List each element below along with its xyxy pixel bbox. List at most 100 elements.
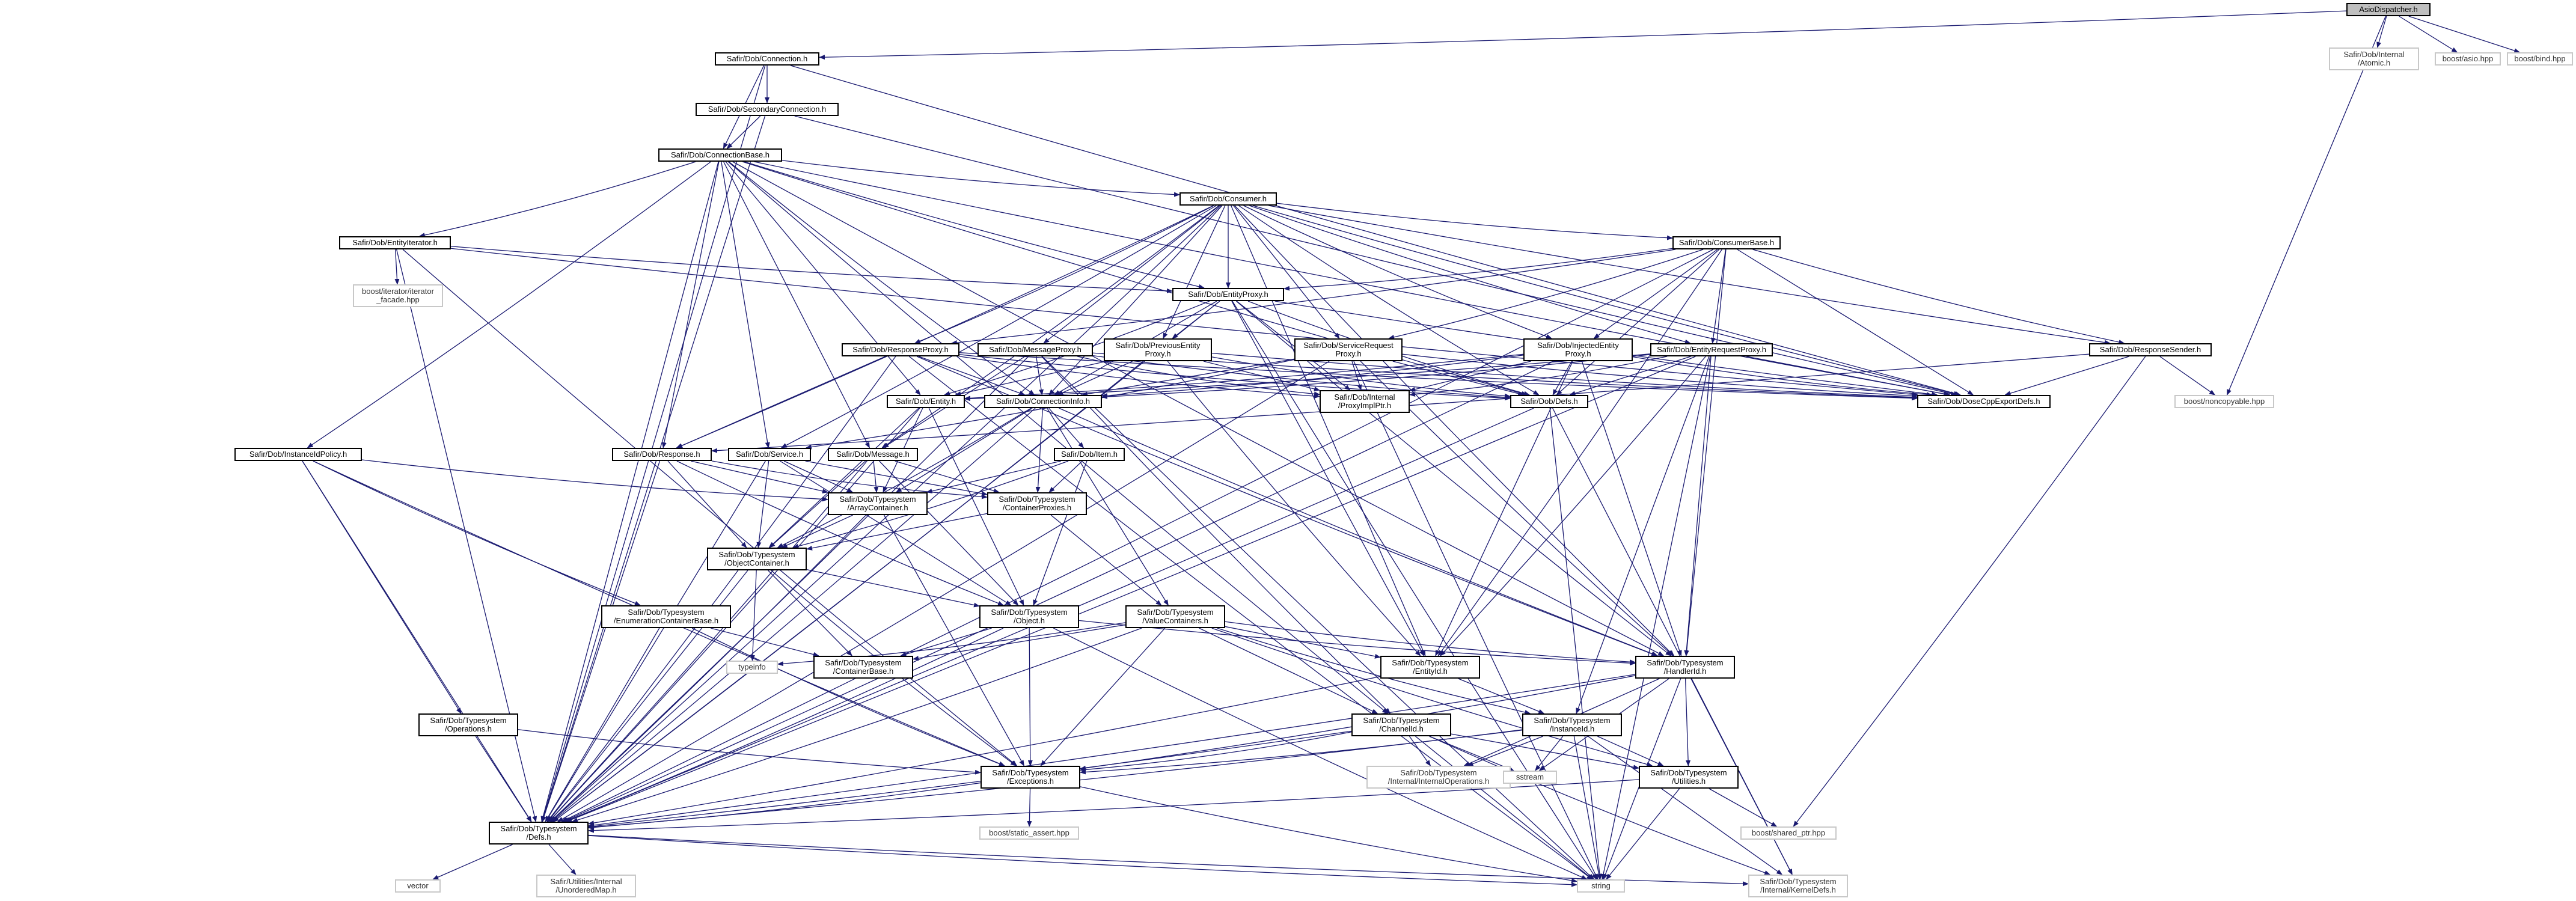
node-service[interactable]: Safir/Dob/Service.h (728, 448, 811, 461)
edge-channelid-to-tsdefs (588, 730, 1352, 829)
edge-entproxy-to-tsdefs (552, 301, 1220, 822)
edge-object-to-contbase (900, 628, 992, 657)
edge-handlerid-to-kerneldefs (1690, 678, 1793, 875)
node-boostasio[interactable]: boost/asio.hpp (2435, 52, 2501, 66)
node-string[interactable]: string (1577, 879, 1625, 893)
node-contbase[interactable]: Safir/Dob/Typesystem /ContainerBase.h (813, 656, 913, 679)
edge-instidpolicy-to-tsdefs (302, 460, 532, 822)
node-defs[interactable]: Safir/Dob/Defs.h (1510, 395, 1588, 408)
node-consbase[interactable]: Safir/Dob/ConsumerBase.h (1672, 236, 1781, 249)
node-entiter[interactable]: Safir/Dob/EntityIterator.h (339, 236, 451, 249)
edge-instanceid-to-exceptions (1080, 729, 1523, 775)
edge-injentproxy-to-handlerid (1581, 361, 1682, 656)
node-operations[interactable]: Safir/Dob/Typesystem /Operations.h (418, 713, 518, 736)
node-staticassert[interactable]: boost/static_assert.hpp (979, 826, 1079, 840)
edge-secconn-to-connbase (726, 115, 761, 149)
node-sharedptr[interactable]: boost/shared_ptr.hpp (1740, 826, 1837, 840)
edge-entiter-to-exceptions (402, 249, 1018, 766)
node-atomic[interactable]: Safir/Dob/Internal /Atomic.h (2329, 47, 2419, 70)
edge-service-to-contproxies (805, 460, 988, 496)
node-valuecont[interactable]: Safir/Dob/Typesystem /ValueContainers.h (1125, 605, 1225, 628)
node-entityid[interactable]: Safir/Dob/Typesystem /EntityId.h (1380, 656, 1480, 679)
edge-entity-to-object (928, 408, 1024, 606)
node-svcreqproxy[interactable]: Safir/Dob/ServiceRequest Proxy.h (1294, 338, 1403, 361)
edge-instanceid-to-utilities (1597, 736, 1664, 766)
edge-msgproxy-to-channelid (1041, 356, 1391, 714)
node-preventproxy[interactable]: Safir/Dob/PreviousEntity Proxy.h (1104, 338, 1212, 361)
node-item[interactable]: Safir/Dob/Item.h (1054, 448, 1125, 461)
edge-respproxy-to-dosecpp (959, 352, 1918, 401)
edge-connbase-to-channelid (727, 161, 1389, 714)
node-instidpolicy[interactable]: Safir/Dob/InstanceIdPolicy.h (234, 448, 362, 461)
node-sstream[interactable]: sstream (1503, 771, 1557, 784)
node-objcont[interactable]: Safir/Dob/Typesystem /ObjectContainer.h (707, 548, 807, 570)
node-internalops[interactable]: Safir/Dob/Typesystem /Internal/InternalO… (1366, 766, 1511, 789)
node-response[interactable]: Safir/Dob/Response.h (612, 448, 712, 461)
edge-consumer-to-defs (1238, 205, 1540, 396)
edge-msgproxy-to-string (1042, 356, 1595, 880)
node-injentproxy[interactable]: Safir/Dob/InjectedEntity Proxy.h (1523, 338, 1633, 361)
node-object[interactable]: Safir/Dob/Typesystem /Object.h (979, 605, 1079, 628)
edge-connbase-to-entiter (418, 161, 696, 237)
edge-object-to-tsdefs (564, 628, 1004, 822)
node-asio[interactable]: AsioDispatcher.h (2346, 3, 2431, 16)
node-dosecpp[interactable]: Safir/Dob/DoseCppExportDefs.h (1917, 395, 2051, 408)
edge-handlerid-to-utilities (1684, 678, 1691, 766)
edge-consbase-to-respproxy (950, 249, 1676, 345)
node-secconn[interactable]: Safir/Dob/SecondaryConnection.h (696, 103, 839, 116)
edge-consbase-to-entreqproxy (1710, 249, 1727, 344)
edge-connbase-to-tsdefs (540, 161, 719, 822)
edge-preventproxy-to-entity (955, 361, 1107, 396)
node-respproxy[interactable]: Safir/Dob/ResponseProxy.h (842, 343, 959, 356)
node-noncopyable[interactable]: boost/noncopyable.hpp (2174, 395, 2274, 408)
edge-exceptions-to-string (1080, 786, 1577, 883)
node-entity[interactable]: Safir/Dob/Entity.h (887, 395, 965, 408)
node-message[interactable]: Safir/Dob/Message.h (828, 448, 918, 461)
edge-asio-to-conn (819, 10, 2347, 60)
node-arraycont[interactable]: Safir/Dob/Typesystem /ArrayContainer.h (828, 492, 928, 515)
node-vector[interactable]: vector (395, 879, 441, 893)
node-unorderedmap[interactable]: Safir/Utilities/Internal /UnorderedMap.h (536, 875, 636, 897)
edge-response-to-object (676, 460, 1004, 606)
edge-consbase-to-svcreqproxy (1388, 249, 1704, 340)
edge-connbase-to-entity (725, 161, 921, 396)
edge-respproxy-to-connectioninfo (919, 356, 1026, 396)
node-channelid[interactable]: Safir/Dob/Typesystem /ChannelId.h (1351, 713, 1451, 736)
node-connectioninfo[interactable]: Safir/Dob/ConnectionInfo.h (984, 395, 1102, 408)
node-utilities[interactable]: Safir/Dob/Typesystem /Utilities.h (1639, 766, 1739, 789)
node-proxyimpl[interactable]: Safir/Dob/Internal /ProxyImplPtr.h (1320, 390, 1410, 413)
edge-preventproxy-to-proxyimpl (1203, 361, 1320, 391)
edge-entreqproxy-to-proxyimpl (1409, 356, 1668, 397)
node-handlerid[interactable]: Safir/Dob/Typesystem /HandlerId.h (1635, 656, 1735, 679)
node-consumer[interactable]: Safir/Dob/Consumer.h (1179, 192, 1277, 206)
edge-asio-to-noncopyable (2227, 16, 2386, 396)
node-entproxy[interactable]: Safir/Dob/EntityProxy.h (1172, 288, 1284, 301)
edge-response-to-contproxies (711, 460, 988, 499)
edge-consumer-to-consbase (1276, 203, 1673, 240)
node-msgproxy[interactable]: Safir/Dob/MessageProxy.h (977, 343, 1093, 356)
edge-injentproxy-to-entity (964, 353, 1524, 401)
node-boostbind[interactable]: boost/bind.hpp (2507, 52, 2573, 66)
node-respsender[interactable]: Safir/Dob/ResponseSender.h (2089, 343, 2212, 356)
node-kerneldefs[interactable]: Safir/Dob/Typesystem /Internal/KernelDef… (1748, 875, 1848, 897)
edge-entproxy-to-proxyimpl (1236, 301, 1351, 391)
node-exceptions[interactable]: Safir/Dob/Typesystem /Exceptions.h (981, 766, 1080, 789)
node-iterfacade[interactable]: boost/iterator/iterator _facade.hpp (353, 284, 443, 307)
node-typeinfo[interactable]: typeinfo (726, 661, 778, 674)
node-enumcontbase[interactable]: Safir/Dob/Typesystem /EnumerationContain… (601, 605, 731, 628)
node-tsdefs[interactable]: Safir/Dob/Typesystem /Defs.h (489, 822, 589, 844)
node-instanceid[interactable]: Safir/Dob/Typesystem /InstanceId.h (1522, 713, 1622, 736)
node-conn[interactable]: Safir/Dob/Connection.h (715, 52, 819, 66)
edge-injentproxy-to-tsdefs (562, 361, 1554, 822)
node-connbase[interactable]: Safir/Dob/ConnectionBase.h (658, 148, 782, 162)
node-entreqproxy[interactable]: Safir/Dob/EntityRequestProxy.h (1650, 343, 1773, 356)
edge-enumcontbase-to-exceptions (691, 628, 1005, 766)
edge-utilities-to-sharedptr (1709, 788, 1778, 827)
edge-objcont-to-typeinfo (750, 570, 757, 661)
edge-connbase-to-handlerid (732, 161, 1665, 656)
edge-entreqproxy-to-handlerid (1684, 356, 1712, 656)
edge-consumer-to-handlerid (1234, 205, 1675, 656)
edge-item-to-arraycont (926, 460, 1061, 493)
node-contproxies[interactable]: Safir/Dob/Typesystem /ContainerProxies.h (987, 492, 1087, 515)
edge-connbase-to-service (721, 161, 770, 448)
